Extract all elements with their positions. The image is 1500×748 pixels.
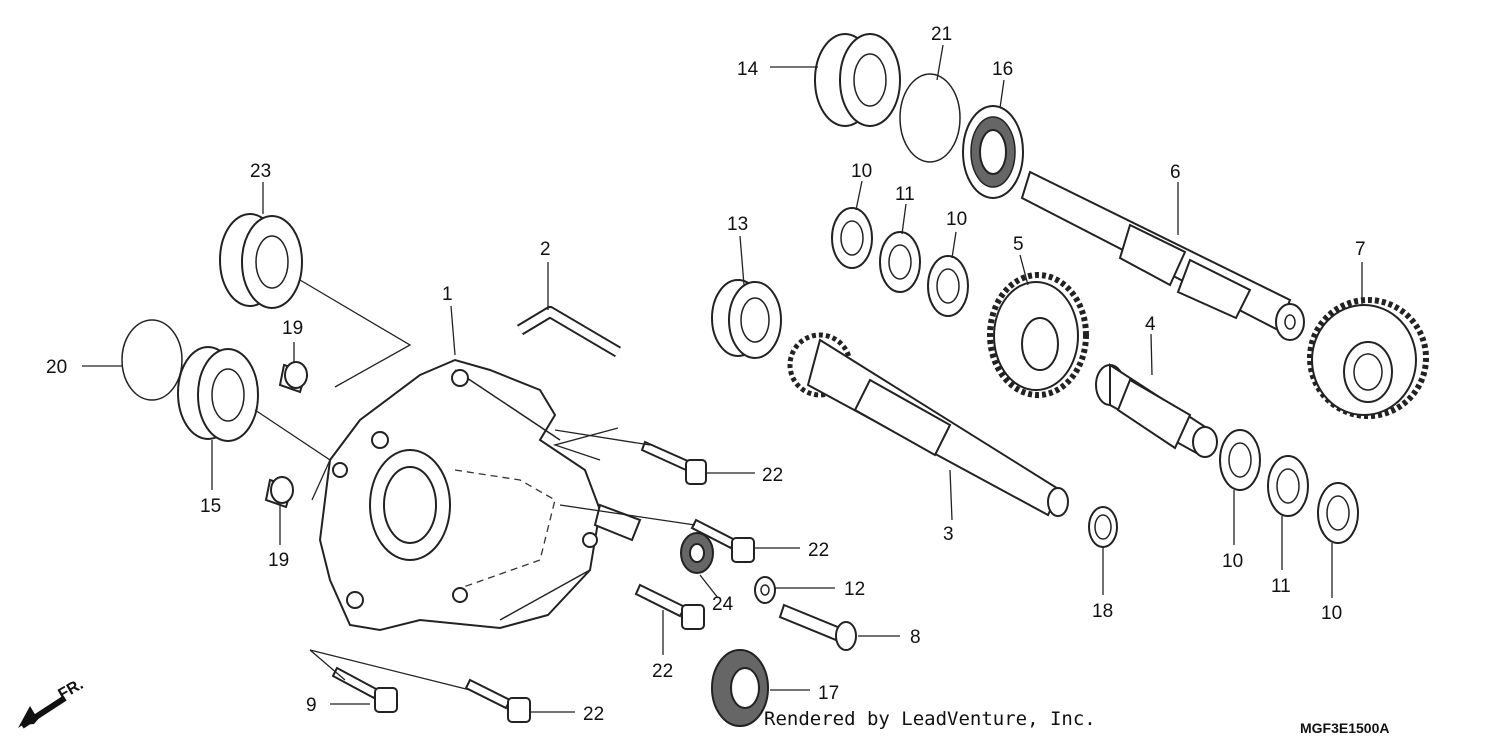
part-3-shaft[interactable] xyxy=(787,332,1069,517)
label-part-16[interactable]: 16 xyxy=(992,59,1013,80)
part-5-gear[interactable] xyxy=(987,272,1089,398)
label-part-2[interactable]: 2 xyxy=(540,239,551,260)
label-part-15[interactable]: 15 xyxy=(200,496,221,517)
part-16-oil-seal[interactable] xyxy=(962,105,1024,199)
part-6-shaft[interactable] xyxy=(1020,170,1305,341)
label-part-10-upper-left[interactable]: 10 xyxy=(851,161,872,182)
part-10-washer-upper-left[interactable] xyxy=(831,207,873,269)
part-15-bearing[interactable] xyxy=(177,346,259,442)
part-1-case-cover[interactable] xyxy=(318,358,642,632)
part-10-washer-lower-left[interactable] xyxy=(1219,429,1261,491)
label-part-13[interactable]: 13 xyxy=(727,214,748,235)
part-21-circlip[interactable] xyxy=(899,73,961,163)
label-part-18[interactable]: 18 xyxy=(1092,601,1113,622)
label-part-23[interactable]: 23 xyxy=(250,161,271,182)
part-labels: 1 2 3 4 5 6 7 8 9 10 10 10 10 11 11 12 1… xyxy=(46,24,1366,725)
part-17-oil-seal[interactable] xyxy=(711,649,769,727)
label-part-4[interactable]: 4 xyxy=(1145,314,1156,335)
label-part-8[interactable]: 8 xyxy=(910,627,921,648)
part-12-washer[interactable] xyxy=(754,576,776,604)
part-24-nut[interactable] xyxy=(680,532,714,574)
label-part-19-lower[interactable]: 19 xyxy=(268,550,289,571)
label-part-10-lower-right[interactable]: 10 xyxy=(1321,603,1342,624)
part-10-washer-upper-right[interactable] xyxy=(927,255,969,317)
part-8-bolt[interactable] xyxy=(778,603,857,651)
part-14-bearing[interactable] xyxy=(814,33,901,127)
part-18-washer[interactable] xyxy=(1088,506,1118,548)
part-19-dowel-lower[interactable] xyxy=(264,476,294,509)
label-part-12[interactable]: 12 xyxy=(844,579,865,600)
diagram-code: MGF3E1500A xyxy=(1300,720,1390,736)
part-23-bearing[interactable] xyxy=(219,213,303,309)
label-part-6[interactable]: 6 xyxy=(1170,162,1181,183)
label-part-10-upper-right[interactable]: 10 xyxy=(946,209,967,230)
part-22-bolt-bottom[interactable] xyxy=(464,678,531,723)
label-part-24[interactable]: 24 xyxy=(712,594,734,615)
render-credit: Rendered by LeadVenture, Inc. xyxy=(764,708,1096,730)
label-part-17[interactable]: 17 xyxy=(818,683,839,704)
label-part-22-upper[interactable]: 22 xyxy=(762,465,783,486)
label-part-21[interactable]: 21 xyxy=(931,24,952,45)
part-2-pipe[interactable] xyxy=(516,306,622,358)
label-part-9[interactable]: 9 xyxy=(306,695,317,716)
part-13-bearing[interactable] xyxy=(711,279,782,359)
label-part-1[interactable]: 1 xyxy=(442,284,453,305)
leader-lines xyxy=(82,44,1363,713)
label-part-10-lower-left[interactable]: 10 xyxy=(1222,551,1243,572)
part-10-washer-lower-right[interactable] xyxy=(1317,482,1359,544)
part-7-gear[interactable] xyxy=(1307,297,1429,419)
part-20-circlip[interactable] xyxy=(121,319,183,401)
part-19-dowel-upper[interactable] xyxy=(278,361,308,394)
label-part-5[interactable]: 5 xyxy=(1013,234,1024,255)
part-22-bolt-upper[interactable] xyxy=(640,440,707,485)
label-part-11-upper[interactable]: 11 xyxy=(895,184,915,205)
part-11-washer-upper[interactable] xyxy=(879,231,921,293)
part-4-gear-shaft[interactable] xyxy=(1095,363,1218,458)
label-part-14[interactable]: 14 xyxy=(737,59,759,80)
label-part-22-middle[interactable]: 22 xyxy=(808,540,829,561)
front-direction-arrow: FR. xyxy=(18,676,86,729)
label-part-11-lower[interactable]: 11 xyxy=(1271,576,1291,597)
label-part-3[interactable]: 3 xyxy=(943,524,954,545)
part-9-bolt[interactable] xyxy=(331,666,398,713)
label-part-7[interactable]: 7 xyxy=(1355,239,1366,260)
label-part-22-bottom[interactable]: 22 xyxy=(583,704,604,725)
label-part-19-upper[interactable]: 19 xyxy=(282,318,303,339)
part-11-washer-lower[interactable] xyxy=(1267,455,1309,517)
part-22-bolt-lower[interactable] xyxy=(634,583,705,630)
label-part-20[interactable]: 20 xyxy=(46,357,67,378)
label-part-22-lower[interactable]: 22 xyxy=(652,661,673,682)
